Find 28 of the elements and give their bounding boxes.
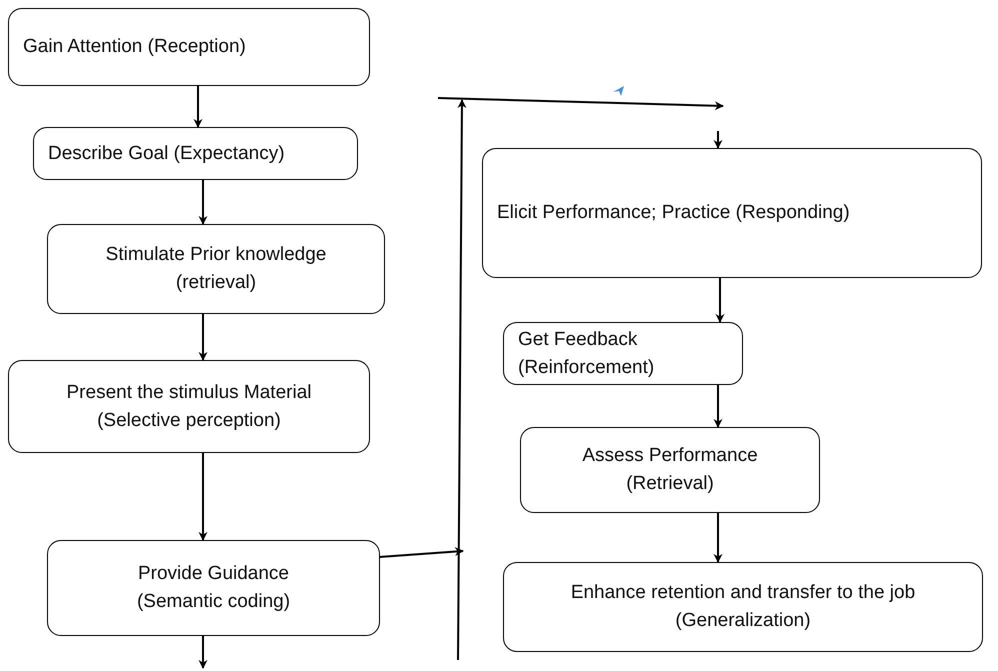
process-box <box>503 562 983 652</box>
process-box <box>482 148 982 278</box>
arrow <box>198 314 208 361</box>
arrow <box>714 131 722 149</box>
box-label: Enhance retention and transfer to the job (Generalization) <box>570 581 916 633</box>
arrow <box>714 513 722 563</box>
process-box <box>503 322 743 385</box>
process-box <box>520 427 820 513</box>
box-label: Elicit Performance; Practice (Responding) <box>497 201 850 226</box>
box-label: Gain Attention (Reception) <box>23 35 246 60</box>
box-label: Present the stimulus Material (Selective perception) <box>66 380 312 432</box>
arrow <box>198 180 208 225</box>
process-box <box>8 360 370 453</box>
process-box <box>47 224 385 314</box>
process-box <box>33 127 358 180</box>
process-box <box>47 540 380 636</box>
box-label: Describe Goal (Expectancy) <box>48 142 285 166</box>
process-box <box>8 8 370 86</box>
arrow <box>716 278 724 323</box>
arrow <box>714 385 722 428</box>
box-label: Provide Guidance (Semantic coding) <box>136 562 292 614</box>
arrow <box>380 547 464 558</box>
arrow <box>194 86 202 128</box>
arrow <box>198 453 208 541</box>
arrow <box>198 636 208 669</box>
box-label: Stimulate Prior knowledge (retrieval) <box>104 243 328 295</box>
box-label: Get Feedback (Reinforcement) <box>518 328 656 380</box>
box-label: Assess Performance (Retrieval) <box>581 444 759 496</box>
